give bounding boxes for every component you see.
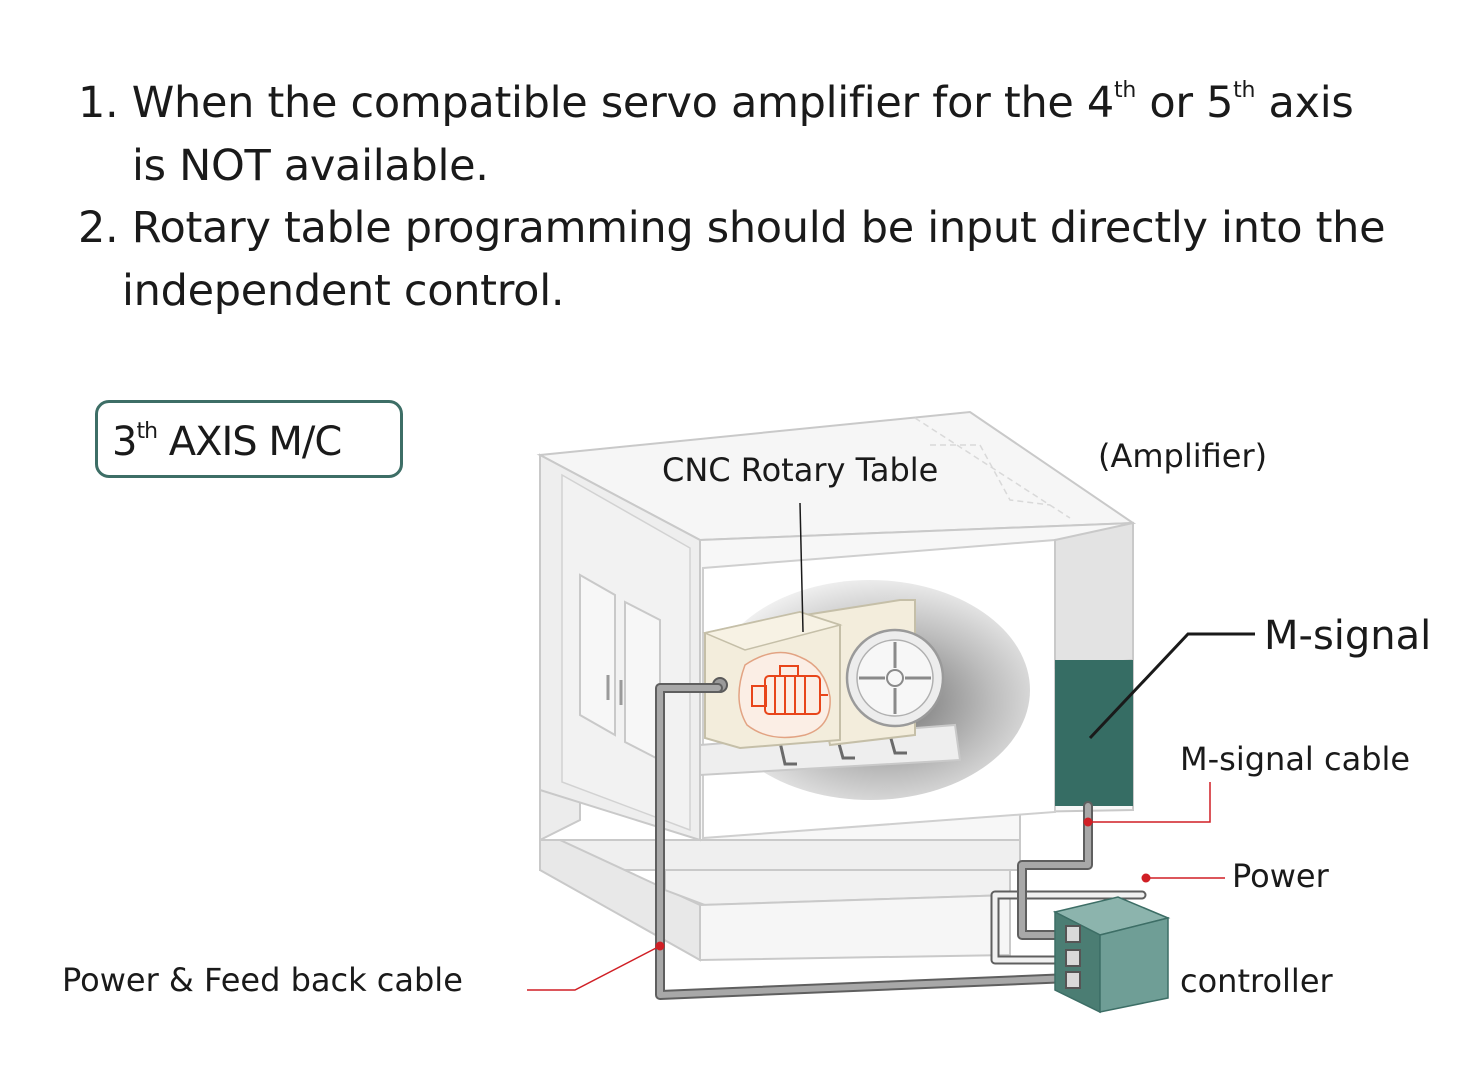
instruction-line-2: is NOT available.: [132, 141, 489, 191]
feedback-cable-label: Power & Feed back cable: [62, 961, 463, 999]
ordinal-suffix: th: [1233, 78, 1256, 103]
rotary-table-label: CNC Rotary Table: [662, 451, 939, 489]
amplifier-column: [1054, 521, 1134, 806]
ordinal-suffix: th: [1114, 78, 1136, 103]
power-label: Power: [1232, 857, 1329, 895]
instruction-line-1-mid: or 5: [1135, 78, 1234, 128]
axis-ordinal-suffix: th: [136, 419, 158, 444]
controller-label: controller: [1180, 962, 1333, 1000]
axis-label-text: AXIS M/C: [157, 419, 343, 465]
instruction-line-1: 1. When the compatible servo amplifier f…: [78, 80, 1354, 125]
controller-box: [1052, 896, 1171, 1014]
m-signal-cable-label: M-signal cable: [1180, 740, 1411, 778]
cnc-rotary-table: [699, 599, 962, 777]
cables: [655, 683, 1147, 1000]
instruction-line-4: independent control.: [122, 266, 565, 316]
instruction-line-1-suffix: axis: [1255, 78, 1354, 128]
instruction-line-3: 2. Rotary table programming should be in…: [78, 203, 1386, 253]
feedback-cable-leader-line: [527, 945, 661, 991]
controller-connectors: [1065, 925, 1081, 989]
m-signal-label: M-signal: [1264, 613, 1432, 659]
axis-number: 3: [112, 419, 137, 465]
m-signal-cable-leader-line: [1088, 782, 1211, 823]
axis-mc-label-box: 3th AXIS M/C: [95, 400, 403, 478]
instruction-line-1-prefix: 1. When the compatible servo amplifier f…: [78, 78, 1114, 128]
rotary-table-leader-line: [799, 502, 804, 633]
m-signal-leader-line: [1088, 632, 1255, 740]
servo-motor-icon: [751, 665, 828, 715]
leader-lines: [527, 632, 1255, 991]
amplifier-label: (Amplifier): [1098, 437, 1268, 475]
